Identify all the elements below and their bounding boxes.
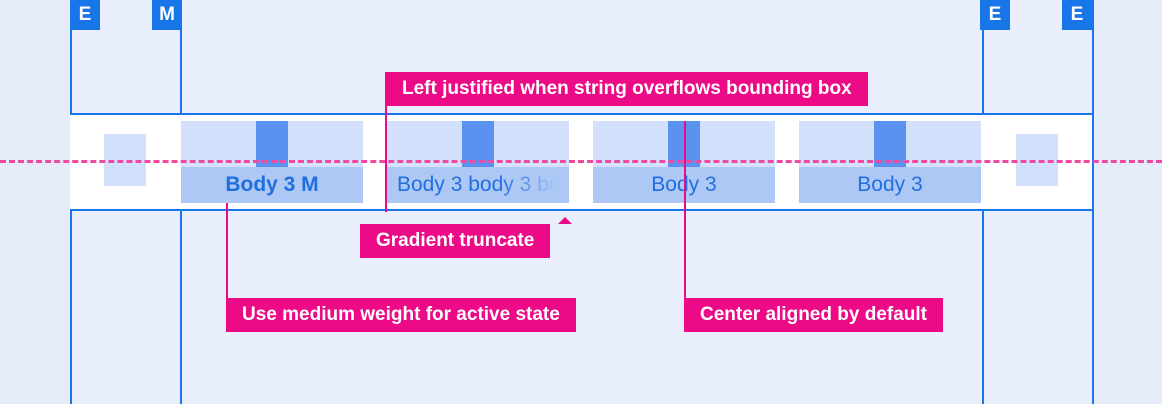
left-margin-region bbox=[0, 0, 70, 404]
tab-item-2[interactable]: Body 3 body 3 body 3 bbox=[387, 121, 569, 203]
marker-badge-m: M bbox=[152, 0, 182, 30]
connector-left-justified bbox=[385, 72, 387, 212]
tab-2-label-area: Body 3 body 3 body 3 bbox=[387, 167, 569, 203]
baseline-guide bbox=[0, 160, 1162, 163]
square-icon bbox=[256, 121, 288, 167]
guide-right-edge bbox=[1092, 0, 1094, 404]
callout-center-aligned: Center aligned by default bbox=[684, 298, 943, 332]
callout-gradient-truncate: Gradient truncate bbox=[360, 217, 572, 258]
right-margin-region bbox=[1092, 0, 1162, 404]
tab-2-icon-area bbox=[387, 121, 569, 167]
tab-1-label: Body 3 M bbox=[225, 173, 319, 196]
callout-left-justified: Left justified when string overflows bou… bbox=[386, 72, 868, 106]
tab-4-label: Body 3 bbox=[857, 173, 923, 196]
tab-item-4[interactable]: Body 3 bbox=[799, 121, 981, 203]
tab-2-label: Body 3 body 3 body 3 bbox=[397, 173, 569, 196]
callout-medium-weight: Use medium weight for active state bbox=[226, 298, 576, 332]
tab-3-label: Body 3 bbox=[651, 173, 717, 196]
connector-medium-weight bbox=[226, 203, 228, 298]
tab-item-1[interactable]: Body 3 M bbox=[181, 121, 363, 203]
marker-badge-e-left: E bbox=[70, 0, 100, 30]
tab-1-label-area: Body 3 M bbox=[181, 167, 363, 203]
marker-badge-e-right: E bbox=[980, 0, 1010, 30]
square-icon bbox=[874, 121, 906, 167]
tab-4-label-area: Body 3 bbox=[799, 167, 981, 203]
square-icon bbox=[462, 121, 494, 167]
tab-1-icon-area bbox=[181, 121, 363, 167]
callout-gradient-truncate-text: Gradient truncate bbox=[376, 230, 535, 251]
marker-badge-e-far-right: E bbox=[1062, 0, 1092, 30]
connector-center-aligned bbox=[684, 121, 686, 298]
tab-4-icon-area bbox=[799, 121, 981, 167]
callout-pointer-icon bbox=[558, 217, 572, 224]
